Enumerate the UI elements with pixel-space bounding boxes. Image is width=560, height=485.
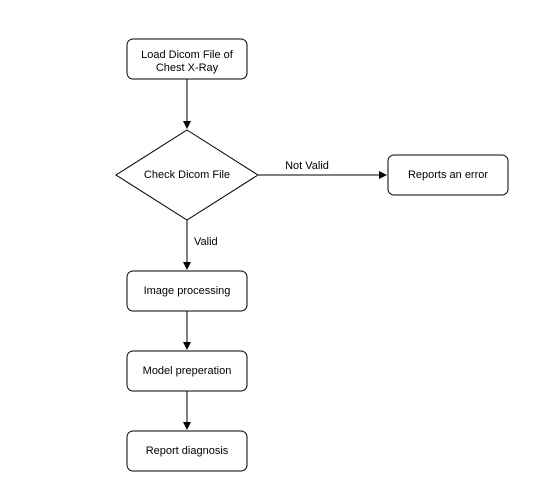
node-image-processing-label: Image processing	[144, 285, 231, 297]
node-image-processing: Image processing	[126, 270, 248, 312]
node-check-dicom-file: Check Dicom File	[115, 129, 259, 221]
node-load-dicom-file-line2: Chest X-Ray	[156, 62, 219, 74]
node-load-dicom-file: Load Dicom File of Chest X-Ray	[126, 38, 248, 80]
node-report-diagnosis: Report diagnosis	[126, 430, 248, 472]
node-reports-error: Reports an error	[387, 154, 509, 196]
node-reports-error-label: Reports an error	[408, 169, 488, 181]
node-load-dicom-file-line1: Load Dicom File of	[141, 49, 234, 61]
node-model-preperation-label: Model preperation	[143, 365, 232, 377]
node-report-diagnosis-label: Report diagnosis	[146, 445, 229, 457]
node-model-preperation: Model preperation	[126, 350, 248, 392]
edge-label-valid: Valid	[194, 236, 218, 248]
node-check-dicom-file-label: Check Dicom File	[144, 169, 230, 181]
edge-label-not-valid: Not Valid	[285, 160, 329, 172]
